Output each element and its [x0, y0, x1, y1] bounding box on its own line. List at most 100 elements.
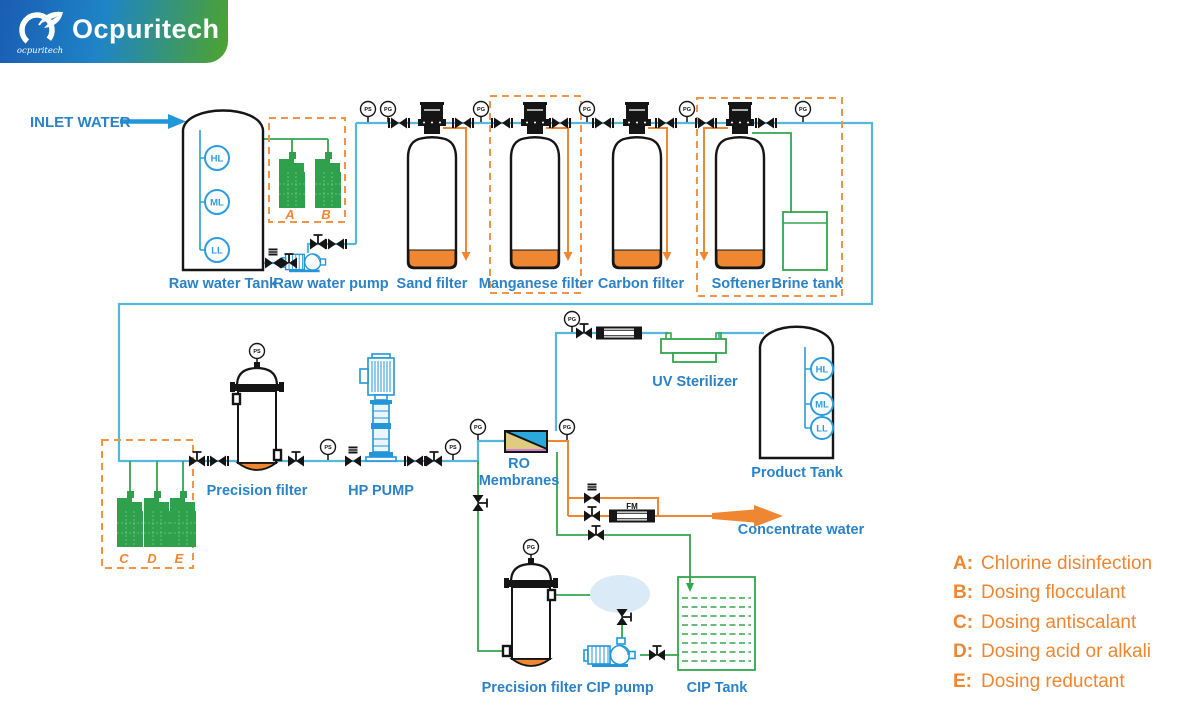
svg-text:PG: PG — [474, 425, 482, 431]
cip-inlet-arrow-icon — [686, 583, 694, 592]
gauge-pg-icon: PG — [678, 100, 696, 123]
concentrate-water-label: Concentrate water — [738, 522, 865, 538]
precision-filter-2 — [501, 556, 560, 668]
dosing-point-e-label: E — [175, 551, 184, 566]
valve-icon — [388, 116, 410, 130]
raw-water-tank: HL ML LL — [181, 109, 265, 272]
filter-valve-head-icon — [725, 101, 755, 135]
cip-tank-label: CIP Tank — [687, 680, 749, 696]
svg-text:PG: PG — [683, 107, 691, 113]
level-indicator-hl: HL — [204, 145, 230, 171]
valve-icon — [695, 116, 717, 130]
logo: Ocpuritech ocpuritech — [0, 0, 228, 63]
product-tank-label: Product Tank — [751, 465, 844, 481]
dosing-pump-b — [314, 151, 342, 209]
gauge-ps-icon: PS — [248, 342, 266, 365]
raw-water-pump-label: Raw water pump — [273, 276, 388, 292]
ro-label-line2: Membranes — [479, 473, 560, 489]
raw-water-tank-label: Raw water Tank — [169, 276, 278, 292]
gauge-ps-icon: PS — [319, 438, 337, 461]
hp-pump — [359, 353, 397, 462]
level-indicator-ml: ML — [204, 189, 230, 215]
concentrate-arrow-icon — [712, 505, 783, 527]
gauge-pg-icon: PG — [469, 418, 487, 441]
gauge-pg-icon: PG — [522, 538, 540, 561]
dosing-pump-a — [278, 151, 306, 209]
gauge-ps-icon: PS — [444, 438, 462, 461]
cip-highlight — [590, 575, 650, 613]
filter-valve-head-icon — [417, 101, 447, 135]
hp-pump-label: HP PUMP — [348, 483, 414, 499]
dosing-pump-c — [116, 490, 144, 548]
valve-icon — [587, 525, 605, 542]
legend-item-d: D:Dosing acid or alkali — [953, 641, 1152, 663]
motor-valve-icon — [344, 446, 362, 467]
brand-text: Ocpuritech — [72, 14, 220, 44]
gauge-pg-icon: PG — [794, 100, 812, 123]
brine-tank — [782, 211, 828, 271]
precision-filter-1 — [228, 360, 286, 472]
inlet-water-label: INLET WATER — [30, 114, 131, 131]
legend-item-c: C:Dosing antiscalant — [953, 611, 1137, 633]
svg-text:PG: PG — [527, 545, 535, 551]
filter-valve-head-icon — [520, 101, 550, 135]
ro-membrane — [504, 430, 548, 453]
backwash-arrow-icon — [662, 252, 672, 261]
valve-icon — [404, 454, 426, 468]
valve-icon — [583, 506, 601, 523]
svg-text:PS: PS — [324, 445, 332, 451]
gauge-pg-icon: PG — [472, 100, 490, 123]
dosing-point-a-label: A — [284, 207, 294, 222]
product-tank: HL ML LL — [758, 325, 835, 460]
svg-text:ML: ML — [815, 400, 829, 411]
valve-icon — [755, 116, 777, 130]
valve-icon — [325, 237, 347, 251]
legend-item-a: A:Chlorine disinfection — [953, 553, 1153, 574]
level-indicator-hl: HL — [810, 357, 834, 381]
svg-text:LL: LL — [211, 246, 223, 257]
svg-text:PS: PS — [449, 445, 457, 451]
uv-sterilizer — [660, 332, 727, 363]
valve-icon — [575, 323, 593, 340]
dosing-point-c-label: C — [119, 551, 129, 566]
motor-valve-icon — [583, 483, 601, 504]
valve-icon — [471, 494, 488, 512]
valve-icon — [207, 454, 229, 468]
dosing-pump-d — [143, 490, 171, 548]
valve-icon — [287, 451, 305, 468]
valve-icon — [549, 116, 571, 130]
svg-text:PG: PG — [384, 107, 392, 113]
gauge-pg-icon: PG — [578, 100, 596, 123]
svg-text:PS: PS — [253, 349, 261, 355]
sand-filter — [406, 101, 458, 270]
svg-text:PG: PG — [568, 317, 576, 323]
svg-text:PG: PG — [477, 107, 485, 113]
backwash-arrow-icon — [699, 252, 709, 261]
gauge-pg-icon: PG — [563, 310, 581, 333]
cip-tank — [677, 576, 756, 671]
carbon-filter-label: Carbon filter — [598, 276, 685, 292]
flow-meter-label: FM — [626, 502, 638, 511]
manganese-filter — [509, 101, 561, 270]
ro-label-line1: RO — [508, 456, 530, 472]
backwash-arrow-icon — [461, 252, 471, 261]
softener-box — [696, 97, 843, 297]
svg-text:PG: PG — [583, 107, 591, 113]
logo-script-text: ocpuritech — [16, 46, 64, 56]
precision-filter-2-label: Precision filter — [482, 680, 583, 696]
backwash-arrow-icon — [563, 252, 573, 261]
valve-icon — [592, 116, 614, 130]
svg-text:HL: HL — [816, 365, 829, 376]
sand-filter-label: Sand filter — [397, 276, 468, 292]
gauges: PS PG PG PG PG PG PS PS PS PG PG PG PG — [248, 100, 812, 561]
svg-text:PS: PS — [364, 107, 372, 113]
brine-tank-label: Brine tank — [772, 276, 844, 292]
valve-icon — [309, 234, 327, 251]
svg-text:HL: HL — [211, 154, 224, 165]
carbon-filter — [611, 101, 663, 270]
cip-pump — [583, 637, 636, 668]
uv-sterilizer-label: UV Sterilizer — [652, 374, 738, 390]
valve-icon — [491, 116, 513, 130]
